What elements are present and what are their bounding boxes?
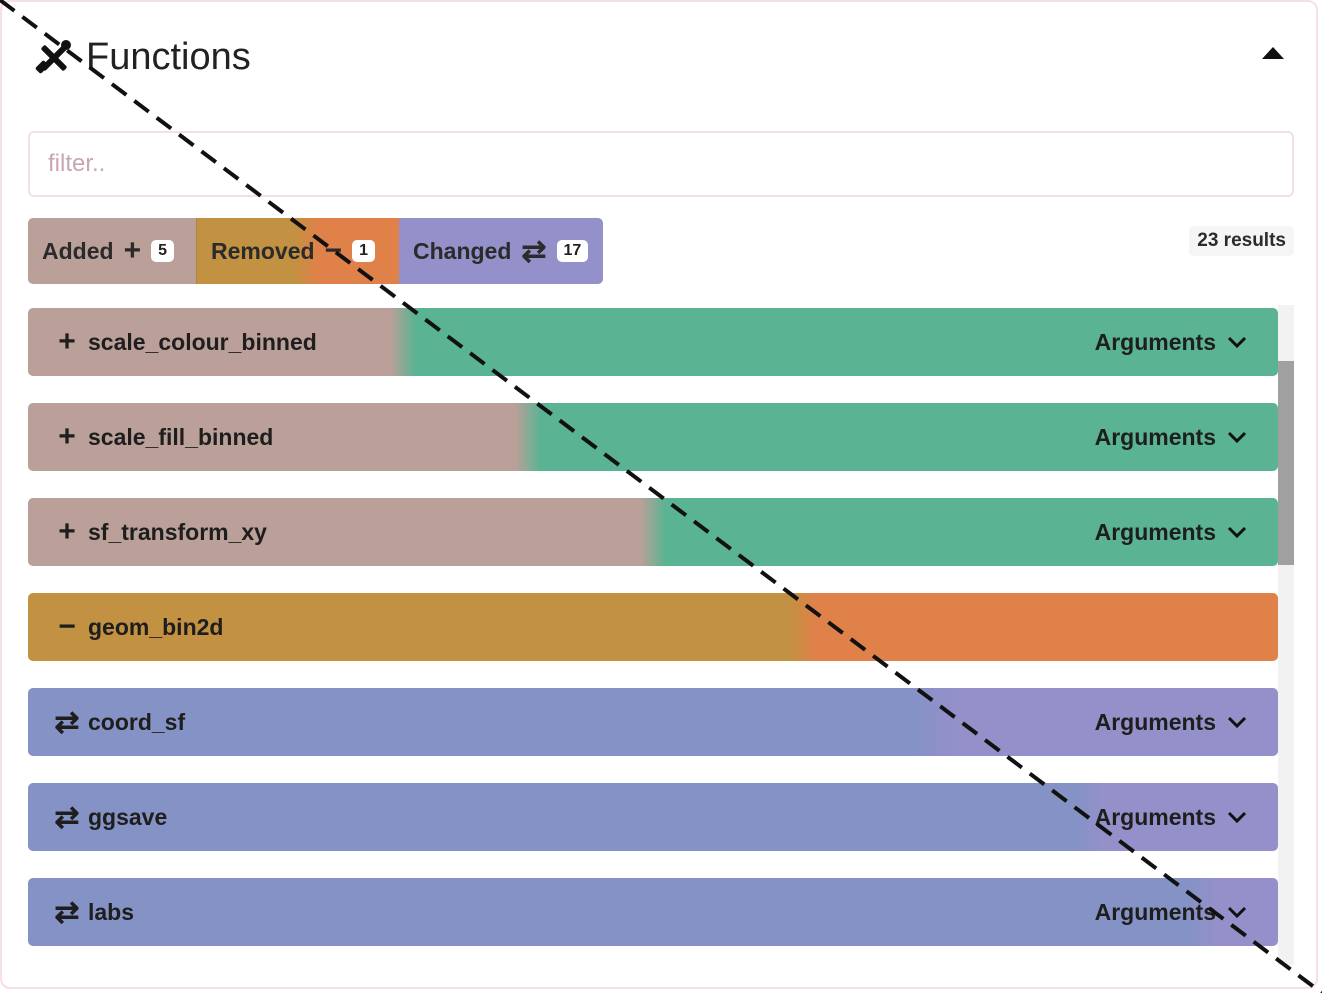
- chevron-down-icon: [1226, 331, 1248, 353]
- filter-pills: Added + 5 Removed − 1 Changed ⇄ 17: [28, 218, 603, 284]
- minus-icon: −: [58, 610, 76, 643]
- caret-up-icon: [1262, 47, 1284, 59]
- results-count: 23 results: [1189, 226, 1294, 256]
- tools-icon: [32, 35, 76, 79]
- arguments-toggle[interactable]: Arguments: [1095, 329, 1248, 356]
- function-name: scale_fill_binned: [88, 423, 274, 450]
- function-name: geom_bin2d: [88, 613, 224, 640]
- swap-icon: ⇄: [521, 234, 547, 268]
- arguments-toggle[interactable]: Arguments: [1095, 804, 1248, 831]
- added-filter-button[interactable]: Added + 5: [28, 218, 196, 284]
- arguments-label: Arguments: [1094, 708, 1216, 735]
- scrollbar-thumb[interactable]: [1278, 361, 1294, 565]
- list-scrollbar[interactable]: [1278, 305, 1294, 965]
- list-item-coord-sf[interactable]: ⇄ coord_sf Arguments: [28, 688, 1278, 756]
- added-label: Added: [42, 237, 114, 264]
- changed-filter-button[interactable]: Changed ⇄ 17: [399, 218, 603, 284]
- swap-icon: ⇄: [54, 705, 80, 739]
- removed-label: Removed: [211, 237, 315, 264]
- list-item-scale-fill-binned[interactable]: + scale_fill_binned Arguments: [28, 403, 1278, 471]
- list-item-sf-transform-xy[interactable]: + sf_transform_xy Arguments: [28, 498, 1278, 566]
- plus-icon: +: [123, 234, 142, 267]
- changed-count-badge: 17: [556, 240, 589, 262]
- plus-icon: +: [58, 325, 76, 358]
- plus-icon: +: [58, 420, 76, 453]
- list-item-geom-bin2d[interactable]: − geom_bin2d: [28, 593, 1278, 661]
- arguments-label: Arguments: [1094, 803, 1216, 830]
- function-name: coord_sf: [88, 708, 186, 735]
- arguments-toggle[interactable]: Arguments: [1095, 424, 1248, 451]
- list-item-ggsave[interactable]: ⇄ ggsave Arguments: [28, 783, 1278, 851]
- panel-header: Functions: [32, 30, 251, 84]
- arguments-toggle[interactable]: Arguments: [1095, 709, 1248, 736]
- arguments-toggle[interactable]: Arguments: [1095, 899, 1248, 926]
- arguments-label: Arguments: [1094, 423, 1216, 450]
- removed-filter-button[interactable]: Removed − 1: [196, 218, 399, 284]
- arguments-label: Arguments: [1094, 328, 1216, 355]
- collapse-button[interactable]: [1258, 38, 1288, 68]
- page-title: Functions: [86, 35, 251, 78]
- added-count-badge: 5: [151, 240, 174, 262]
- removed-count-badge: 1: [352, 240, 375, 262]
- chevron-down-icon: [1226, 806, 1248, 828]
- chevron-down-icon: [1226, 711, 1248, 733]
- arguments-label: Arguments: [1094, 518, 1216, 545]
- function-name: sf_transform_xy: [88, 518, 267, 545]
- chevron-down-icon: [1226, 426, 1248, 448]
- list-item-scale-colour-binned[interactable]: + scale_colour_binned Arguments: [28, 308, 1278, 376]
- plus-icon: +: [58, 515, 76, 548]
- chevron-down-icon: [1226, 521, 1248, 543]
- function-name: scale_colour_binned: [88, 328, 317, 355]
- swap-icon: ⇄: [54, 800, 80, 834]
- function-name: ggsave: [88, 803, 168, 830]
- arguments-toggle[interactable]: Arguments: [1095, 519, 1248, 546]
- arguments-label: Arguments: [1094, 898, 1216, 925]
- minus-icon: −: [324, 234, 343, 267]
- chevron-down-icon: [1226, 901, 1248, 923]
- swap-icon: ⇄: [54, 895, 80, 929]
- changed-label: Changed: [413, 237, 512, 264]
- filter-input[interactable]: [28, 131, 1294, 197]
- list-item-labs[interactable]: ⇄ labs Arguments: [28, 878, 1278, 946]
- function-name: labs: [88, 898, 135, 925]
